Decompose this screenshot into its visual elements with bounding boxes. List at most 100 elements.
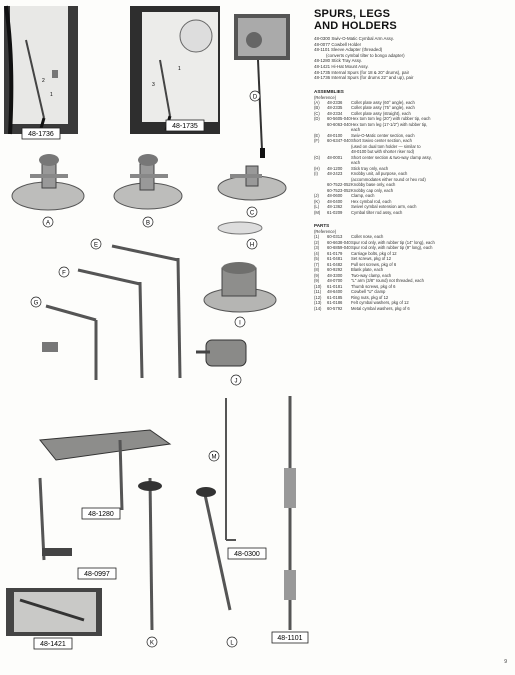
- stick-tray-figure: [39, 429, 172, 511]
- item-key: (13): [314, 300, 322, 306]
- callout-j: J: [230, 374, 242, 386]
- item-desc: Knobby base only, each: [351, 182, 396, 188]
- item-desc: Carriage bolts, pkg of 12: [351, 250, 397, 256]
- collet-plate-c-figure: [217, 165, 287, 201]
- item-num: 60-5792: [327, 305, 343, 311]
- center-section-e-figure: [111, 244, 182, 379]
- item-num: 60-9292: [327, 267, 343, 273]
- item-num: 61-0185: [327, 294, 343, 300]
- label-48-1735: 48-1735: [165, 119, 205, 132]
- item-num: 48-3300: [327, 272, 343, 278]
- reference-label: (Reference): [314, 94, 337, 100]
- item-num: 60-6859-040: [327, 245, 351, 251]
- callout-k: K: [146, 636, 158, 648]
- item-desc: Cymbal tilter rod assy, each: [351, 209, 403, 215]
- list-item: (4) 61-0179 Carriage bolts, pkg of 12: [314, 251, 508, 257]
- parts-list-column: SPURS, LEGS AND HOLDERS 48-0300 Swiv-O-M…: [314, 8, 508, 311]
- spur-1736-figure: 2 1: [4, 5, 78, 135]
- svg-text:48-1736: 48-1736: [28, 131, 54, 138]
- item-desc: Cowbell "U" clamp: [351, 289, 386, 295]
- item-key: (I): [314, 171, 318, 177]
- callout-c: C: [246, 206, 258, 218]
- item-desc: Hex tom tom leg (17-1/2") with rubber ti…: [351, 121, 428, 127]
- item-key: (E): [314, 132, 320, 138]
- item-num: 60-6347-040: [327, 138, 351, 144]
- item-key: (9): [314, 278, 320, 284]
- label-48-0300: 48-0300: [227, 547, 267, 560]
- item-key: (L): [314, 204, 320, 210]
- item-desc: Thumb screws, pkg of 6: [351, 283, 396, 289]
- svg-text:3: 3: [152, 82, 155, 88]
- item-desc: (accommodates either round or hex rod): [351, 176, 426, 182]
- collet-plate-b-figure: [113, 154, 183, 210]
- item-desc: Knobby cap only, each: [351, 187, 394, 193]
- center-section-f-figure: [77, 268, 144, 379]
- item-desc: Collet plate assy (75° angle), each: [351, 105, 415, 111]
- item-key: (2): [314, 239, 320, 245]
- item-desc: Short center section & two-way clamp ass…: [351, 154, 432, 160]
- callout-m: M: [208, 450, 220, 462]
- item-desc: Knobby unit, all purpose, each: [351, 171, 408, 177]
- item-desc: Spur rod only, with rubber tip (14" long…: [351, 239, 435, 245]
- knobby-unit-figure: [203, 262, 277, 313]
- page-number: 9: [504, 659, 507, 665]
- svg-text:M: M: [212, 455, 217, 461]
- clamp-figure: [196, 339, 247, 367]
- svg-text:1: 1: [50, 92, 53, 98]
- item-desc: Felt cymbal washers, pkg of 12: [351, 300, 409, 306]
- hihat-mount-figure: [6, 588, 102, 636]
- item-desc: Two-way clamp, each: [351, 272, 392, 278]
- item-num: 48-1362: [327, 204, 343, 210]
- label-48-1101: 48-1101: [271, 631, 309, 644]
- item-desc: Hex cymbal rod, each: [351, 198, 392, 204]
- leg-d-figure: [234, 14, 290, 158]
- item-desc: Pull set screws, pkg of 6: [351, 261, 397, 267]
- list-item: 48-0100 but with shorter riser rod): [314, 149, 508, 155]
- item-key: (14): [314, 305, 322, 311]
- item-desc: Collet nose, each: [351, 234, 384, 240]
- item-desc: Collet plate assy (60° angle), each: [351, 99, 415, 105]
- svg-text:48-0300: 48-0300: [234, 551, 260, 558]
- item-num: 48-1200: [327, 165, 343, 171]
- item-num: 48-2334: [327, 110, 343, 116]
- svg-text:48-1280: 48-1280: [88, 511, 114, 518]
- parts-illustration: 2 1 1 3: [4, 5, 309, 650]
- callout-e: E: [90, 238, 102, 250]
- reference-label: (Reference): [314, 229, 337, 235]
- item-key: (4): [314, 250, 320, 256]
- callout-f: F: [58, 266, 70, 278]
- item-key: (B): [314, 105, 320, 111]
- item-key: (7): [314, 261, 320, 267]
- item-desc: (used on dual tom holder — similar to: [351, 143, 421, 149]
- svg-text:1: 1: [178, 66, 181, 72]
- svg-text:C: C: [250, 211, 255, 217]
- svg-text:48-1421: 48-1421: [40, 641, 66, 648]
- item-num: 60-7522-052: [327, 182, 351, 188]
- item-num: 61-0179: [327, 250, 343, 256]
- list-item: (accommodates either round or hex rod): [314, 177, 508, 183]
- item-key: (3): [314, 245, 320, 251]
- svg-text:K: K: [150, 641, 154, 647]
- collet-plate-a-figure: [11, 154, 85, 211]
- item-key: (8): [314, 267, 320, 273]
- spur-1735-figure: 1 3: [130, 6, 220, 134]
- callout-a: A: [42, 216, 54, 228]
- list-item: (9)48-0700"L" arm (3/8" round) not threa…: [314, 278, 508, 284]
